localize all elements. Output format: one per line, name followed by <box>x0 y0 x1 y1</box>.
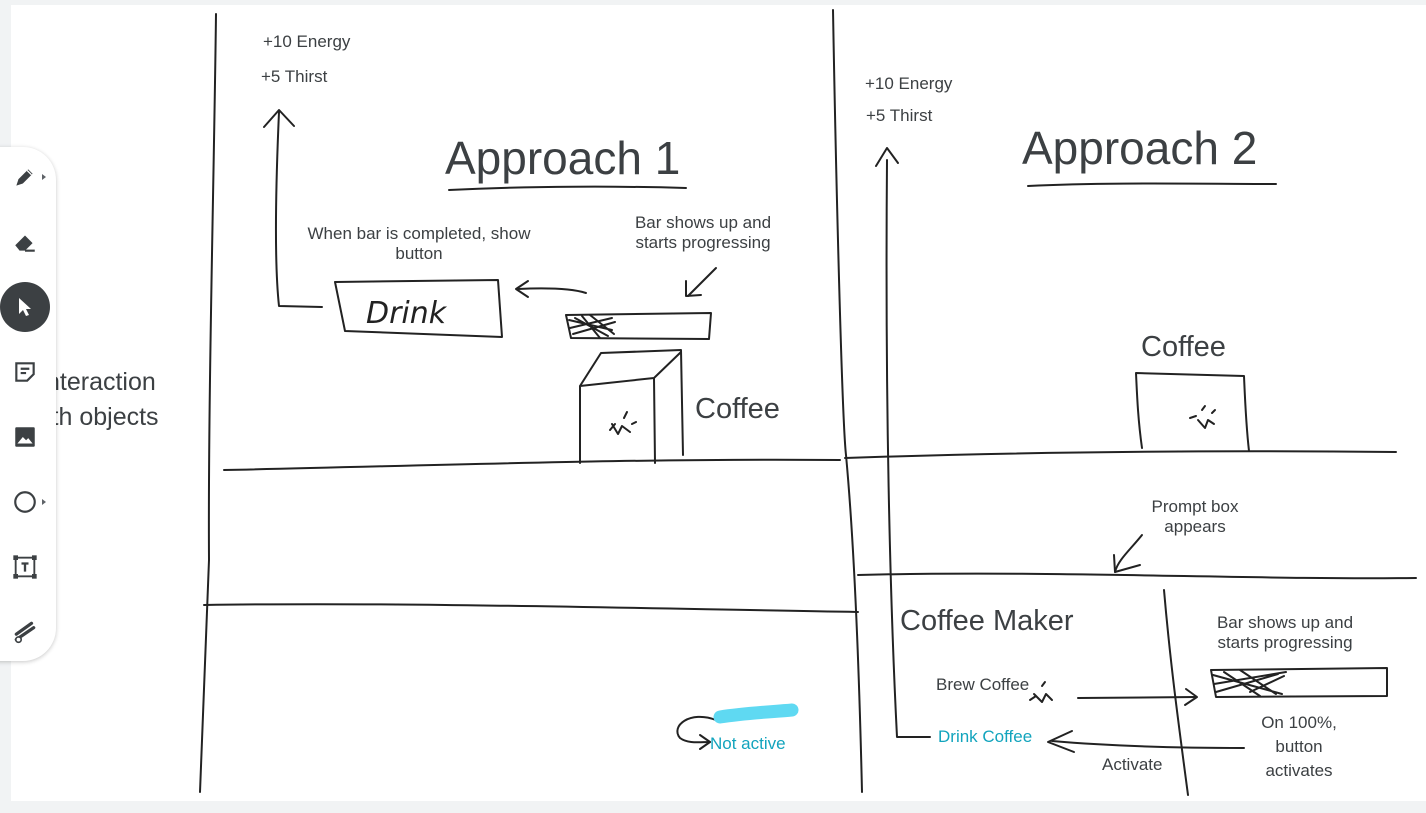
click-mark <box>1029 681 1053 703</box>
pen-tool-button[interactable] <box>0 152 50 202</box>
chevron-right-icon <box>42 174 46 180</box>
cursor-icon <box>19 298 31 316</box>
bar-scribble <box>568 314 616 339</box>
title-underline <box>1027 182 1277 187</box>
sticky-note-tool-button[interactable] <box>0 347 50 397</box>
whiteboard-canvas[interactable]: Drink <box>11 5 1426 801</box>
section-line <box>844 450 1397 459</box>
text-box-tool-button[interactable] <box>0 542 50 592</box>
arrow-head <box>1113 554 1141 573</box>
on-complete-note: On 100%, button activates <box>1261 713 1337 780</box>
eraser-tool-button[interactable] <box>0 217 50 267</box>
drink-coffee-label: Drink Coffee <box>938 727 1033 746</box>
arrow-head <box>515 280 529 298</box>
bar-note: Bar shows up and starts progressing <box>634 213 772 252</box>
sticky-note-icon <box>15 362 35 382</box>
coffee-cube <box>579 349 684 464</box>
side-label: nteraction ith objects <box>46 368 159 431</box>
thirst-label: +5 Thirst <box>866 106 933 125</box>
arrow-head <box>875 147 899 167</box>
divider-line <box>199 13 217 793</box>
arrow-head <box>699 734 711 750</box>
select-tool-button[interactable] <box>0 282 50 332</box>
divider-line <box>1163 589 1189 796</box>
highlighter-stroke <box>713 703 799 724</box>
coffee-maker-label: Coffee Maker <box>900 605 1074 637</box>
laser-icon <box>14 621 36 644</box>
activate-label: Activate <box>1102 755 1163 774</box>
circle-icon <box>14 491 36 513</box>
tool-bar <box>0 147 56 661</box>
bar-note: Bar shows up and starts progressing <box>1216 613 1354 652</box>
chevron-right-icon <box>42 499 46 505</box>
sketch-layer: Drink <box>199 9 1417 796</box>
arrow-note <box>687 267 717 297</box>
eraser-icon <box>15 235 35 252</box>
text-box-icon <box>13 555 37 579</box>
loop-arrow <box>676 715 717 744</box>
section-line <box>857 572 1417 580</box>
progress-bar <box>565 312 712 340</box>
arrow-head <box>685 280 702 297</box>
arrow-head <box>1047 730 1075 753</box>
title-underline <box>448 185 687 191</box>
brew-coffee-label: Brew Coffee <box>936 675 1030 694</box>
coffee-label: Coffee <box>1141 331 1226 363</box>
pen-icon <box>16 169 33 186</box>
click-mark <box>1189 405 1216 429</box>
energy-label: +10 Energy <box>263 32 351 51</box>
bar-scribble <box>1212 669 1287 697</box>
arrow-head <box>263 109 295 128</box>
arrow-left <box>517 287 587 294</box>
arrow-left <box>1051 740 1245 749</box>
coffee-cup <box>1135 372 1250 452</box>
image-icon <box>15 427 35 447</box>
arrow-note <box>1114 534 1143 573</box>
click-mark <box>609 411 637 435</box>
arrow-up <box>274 111 323 308</box>
arrow-head <box>1184 688 1198 706</box>
shape-tool-button[interactable] <box>0 477 50 527</box>
thirst-label: +5 Thirst <box>261 67 328 86</box>
prompt-note: Prompt box appears <box>1151 497 1239 536</box>
divider-line <box>832 9 863 793</box>
arrow-up <box>885 159 931 738</box>
approach-1-title: Approach 1 <box>445 132 681 184</box>
section-line <box>203 603 859 613</box>
svg-text:Drink: Drink <box>366 296 448 331</box>
image-tool-button[interactable] <box>0 412 50 462</box>
laser-tool-button[interactable] <box>0 607 50 657</box>
section-line <box>223 458 841 471</box>
drink-box <box>334 279 503 338</box>
arrow-right <box>1077 696 1197 699</box>
completed-note: When bar is completed, show button <box>307 224 531 263</box>
approach-2-title: Approach 2 <box>1022 122 1258 174</box>
progress-bar <box>1210 667 1388 698</box>
energy-label: +10 Energy <box>865 74 953 93</box>
not-active-label: Not active <box>710 734 786 753</box>
coffee-label: Coffee <box>695 393 780 425</box>
